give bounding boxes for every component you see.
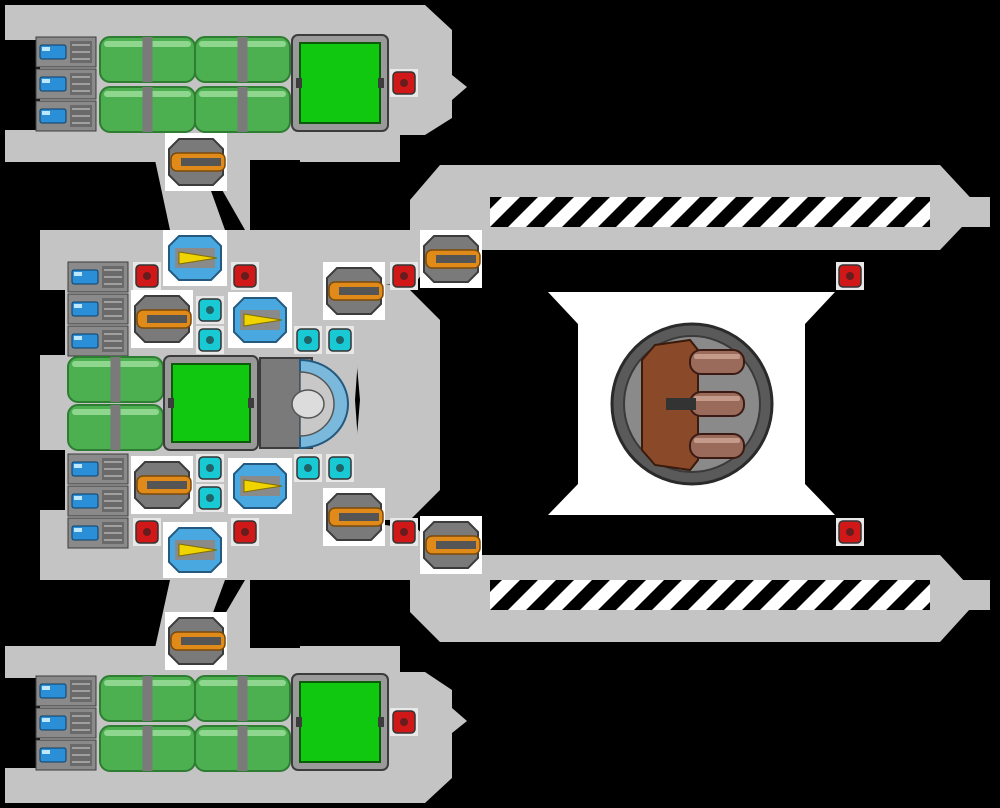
laser-icon: [163, 522, 227, 578]
connector-icon: [836, 262, 864, 290]
fuel-tank-icon: [99, 86, 196, 133]
laser-icon: [163, 230, 227, 286]
thruster-icon: [67, 453, 129, 485]
thruster-icon: [35, 675, 97, 707]
connector-icon: [326, 326, 354, 354]
connector-icon: [294, 454, 322, 482]
thruster-icon: [35, 36, 97, 68]
gun-icon: [165, 133, 227, 191]
fuel-tank-icon: [99, 36, 196, 83]
hazard-stripe-top: [450, 197, 1000, 227]
reactor-icon: [163, 355, 259, 451]
fuel-tank-icon: [99, 725, 196, 772]
connector-icon: [231, 262, 259, 290]
gun-icon: [323, 262, 385, 320]
fuel-tank-icon: [194, 36, 291, 83]
ship-modules: [35, 34, 864, 772]
fuel-tank-icon: [67, 356, 164, 403]
gun-icon: [323, 488, 385, 546]
thruster-icon: [35, 739, 97, 771]
laser-icon: [228, 292, 292, 348]
strut-gap-top: [250, 160, 300, 230]
thruster-icon: [67, 325, 129, 357]
fuel-tank-icon: [194, 725, 291, 772]
thruster-icon: [67, 261, 129, 293]
connector-icon: [390, 69, 418, 97]
reactor-icon: [291, 673, 389, 771]
turret-icon: [610, 322, 774, 486]
fuel-tank-icon: [194, 675, 291, 722]
gun-icon: [131, 290, 193, 348]
thruster-icon: [67, 293, 129, 325]
connector-icon: [196, 454, 224, 482]
connector-icon: [231, 518, 259, 546]
thruster-icon: [35, 100, 97, 132]
thruster-icon: [67, 485, 129, 517]
connector-icon: [326, 454, 354, 482]
gun-icon: [165, 612, 227, 670]
fuel-tank-icon: [194, 86, 291, 133]
connector-icon: [294, 326, 322, 354]
thruster-icon: [35, 68, 97, 100]
connector-icon: [390, 262, 418, 290]
gun-icon: [420, 516, 482, 574]
connector-icon: [390, 518, 418, 546]
connector-icon: [133, 518, 161, 546]
strut-gap-bottom: [250, 580, 300, 648]
thruster-icon: [35, 707, 97, 739]
hazard-stripe-bottom: [450, 580, 1000, 610]
thruster-icon: [67, 517, 129, 549]
laser-icon: [228, 458, 292, 514]
fuel-tank-icon: [67, 404, 164, 451]
fuel-tank-icon: [99, 675, 196, 722]
gun-icon: [420, 230, 482, 288]
connector-icon: [133, 262, 161, 290]
reactor-icon: [291, 34, 389, 132]
connector-icon: [390, 708, 418, 736]
connector-icon: [196, 326, 224, 354]
gun-icon: [131, 456, 193, 514]
connector-icon: [196, 484, 224, 512]
connector-icon: [836, 518, 864, 546]
hull-gap: [410, 250, 880, 555]
cockpit-icon: [259, 357, 349, 450]
connector-icon: [196, 296, 224, 324]
